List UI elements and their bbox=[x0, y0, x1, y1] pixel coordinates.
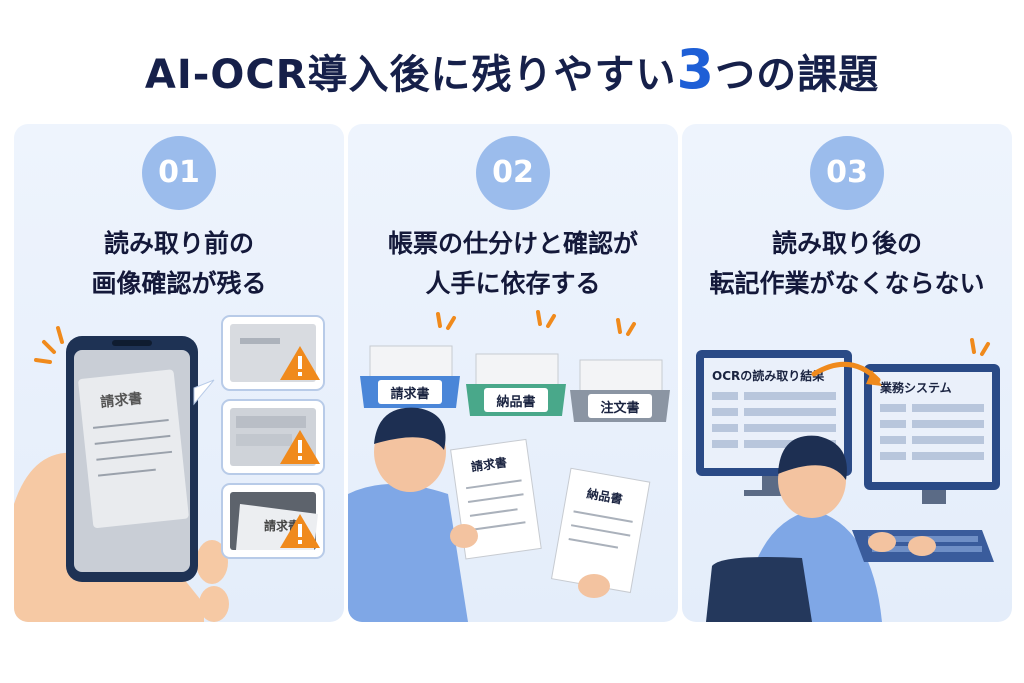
spark-icon bbox=[436, 310, 636, 336]
chair bbox=[706, 557, 812, 622]
thumb-3: 請求書 bbox=[221, 483, 325, 559]
monitor-icon: 業務システム bbox=[864, 364, 1000, 504]
title-tail: つの課題 bbox=[715, 52, 880, 98]
screen-title: 業務システム bbox=[879, 380, 952, 395]
tray-label: 注文書 bbox=[600, 400, 639, 416]
panel-sorting: 02 帳票の仕分けと確認が 人手に依存する 請求書 納品書 注文書 bbox=[348, 124, 678, 622]
panel-transcription: 03 読み取り後の 転記作業がなくならない OCRの読み取り結果 業務システム bbox=[682, 124, 1012, 622]
arrow-icon bbox=[811, 361, 882, 386]
panel-title-line1: 帳票の仕分けと確認が bbox=[387, 229, 638, 258]
phone-illustration: 請求書 bbox=[14, 315, 325, 622]
panel-title-line2: 転記作業がなくならない bbox=[709, 269, 985, 298]
paper-label: 納品書 bbox=[586, 486, 624, 507]
title-main: AI-OCR導入後に残りやすい bbox=[144, 52, 677, 98]
paper-label: 請求書 bbox=[470, 454, 508, 474]
panel-title: 読み取り前の 画像確認が残る bbox=[14, 224, 344, 304]
warning-icon bbox=[280, 430, 320, 464]
panel-title-line1: 読み取り後の bbox=[771, 229, 922, 258]
tray-label: 納品書 bbox=[496, 394, 535, 410]
step-badge: 03 bbox=[810, 136, 884, 210]
panel-title: 帳票の仕分けと確認が 人手に依存する bbox=[348, 224, 678, 304]
panel-title-line2: 人手に依存する bbox=[425, 269, 601, 298]
step-badge: 01 bbox=[142, 136, 216, 210]
screen-title: OCRの読み取り結果 bbox=[712, 368, 824, 383]
thumb-2 bbox=[221, 399, 325, 475]
warning-icon bbox=[280, 514, 320, 548]
paper-delivery: 納品書 bbox=[550, 467, 651, 594]
step-badge: 02 bbox=[476, 136, 550, 210]
person bbox=[348, 407, 468, 622]
title-number: 3 bbox=[676, 38, 716, 101]
tray-order: 注文書 bbox=[570, 359, 670, 422]
tray-label: 請求書 bbox=[390, 386, 429, 402]
warning-icon bbox=[280, 346, 320, 380]
panel-title-line1: 読み取り前の bbox=[103, 229, 254, 258]
spark-icon bbox=[970, 338, 990, 356]
panel-image-check: 01 読み取り前の 画像確認が残る 請求書 bbox=[14, 124, 344, 622]
spark-icon bbox=[34, 326, 64, 364]
doc-label: 請求書 bbox=[264, 518, 300, 533]
thumb-1 bbox=[221, 315, 325, 391]
panel-title-line2: 画像確認が残る bbox=[91, 269, 267, 298]
page-title: AI-OCR導入後に残りやすい3つの課題 bbox=[0, 40, 1024, 105]
doc-label: 請求書 bbox=[100, 390, 144, 411]
smartphone-icon: 請求書 bbox=[66, 336, 198, 582]
sorting-illustration: 請求書 納品書 注文書 請求書 納品書 bbox=[348, 310, 670, 622]
tray-invoice: 請求書 bbox=[360, 345, 460, 408]
desk-illustration: OCRの読み取り結果 業務システム bbox=[696, 338, 1000, 622]
panel-title: 読み取り後の 転記作業がなくならない bbox=[682, 224, 1012, 304]
tray-delivery: 納品書 bbox=[466, 353, 566, 416]
